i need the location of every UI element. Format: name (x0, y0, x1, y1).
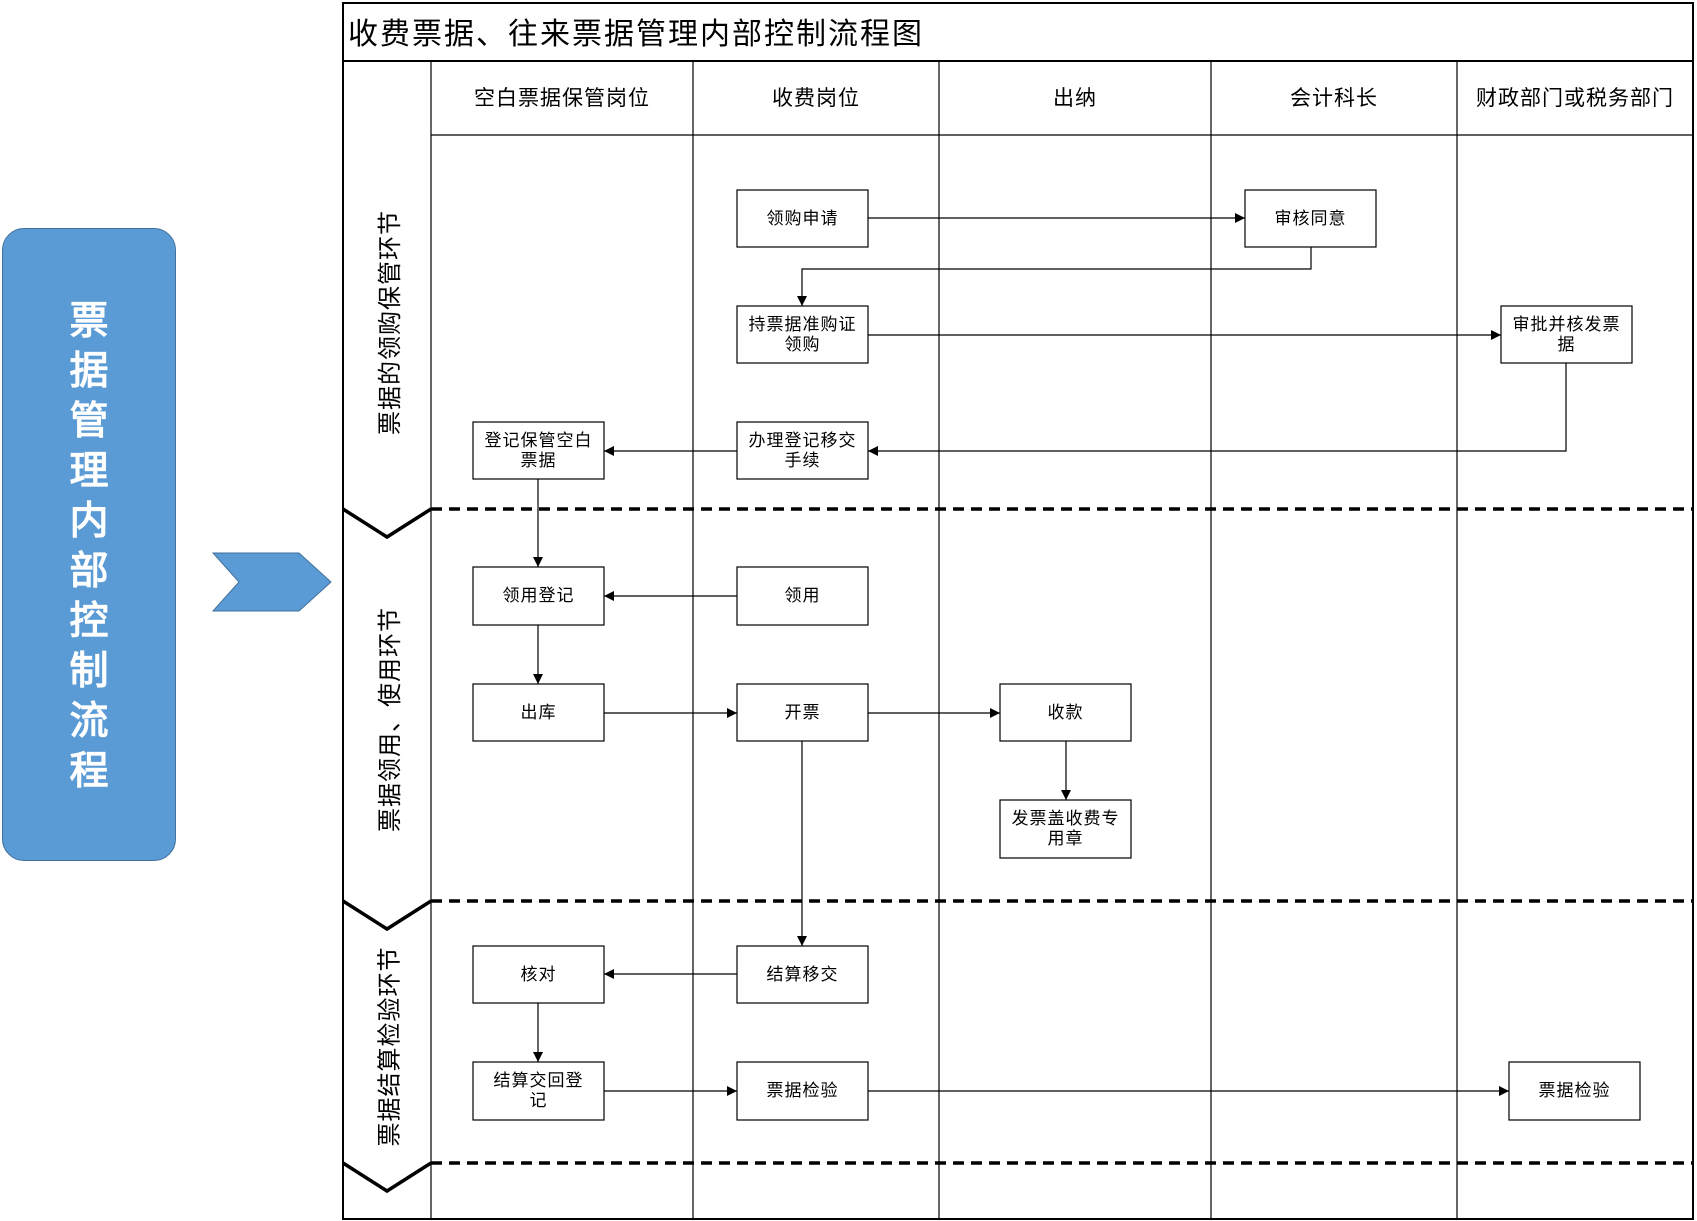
connectors (533, 213, 1567, 1096)
phase-label-purchase-storage: 票据的领购保管环节 (375, 209, 404, 435)
node-approve-issue-tickets: 审批并核发票据 (1512, 314, 1621, 355)
page-title: 收费票据、往来票据管理内部控制流程图 (348, 17, 924, 52)
side-title-char: 程 (69, 749, 109, 794)
side-title-block: 票据管理内部控制流程 (2, 228, 176, 861)
node-registration-handover: 办理登记移交手续 (748, 430, 857, 471)
side-title-char: 管 (69, 399, 109, 444)
node-settlement-return-register: 结算交回登记 (493, 1071, 584, 1111)
lane-header-finance-tax-dept: 财政部门或税务部门 (1476, 86, 1674, 110)
side-title-char: 部 (69, 549, 109, 594)
phase-label-use: 票据领用、使用环节 (375, 606, 404, 832)
lane-header-fee-post: 收费岗位 (772, 86, 860, 110)
node-stamp-invoice: 发票盖收费专用章 (1011, 809, 1120, 849)
node-out-of-storage: 出库 (520, 702, 557, 723)
node-settlement-handover: 结算移交 (766, 964, 839, 985)
node-purchase-application: 领购申请 (766, 208, 839, 229)
side-title-text: 票据管理内部控制流程 (3, 297, 175, 797)
node-verify: 核对 (520, 964, 557, 985)
node-ticket-inspection-dept: 票据检验 (1538, 1081, 1611, 1101)
node-issue-invoice: 开票 (784, 702, 821, 723)
side-title-char: 流 (69, 699, 109, 744)
node-ticket-inspection-fee: 票据检验 (766, 1081, 839, 1101)
phase-separators (342, 507, 1693, 1194)
side-title-char: 内 (69, 499, 109, 544)
node-rects (472, 189, 1641, 1121)
node-use-registration: 领用登记 (502, 586, 575, 606)
side-title-char: 制 (69, 649, 109, 694)
node-review-approve: 审核同意 (1274, 208, 1347, 229)
node-register-store-blank: 登记保管空白票据 (484, 430, 593, 471)
lane-header-accounting-chief: 会计科长 (1290, 86, 1378, 110)
node-purchase-with-permit: 持票据准购证领购 (748, 314, 857, 355)
lane-header-cashier: 出纳 (1053, 86, 1097, 110)
side-title-char: 票 (69, 299, 109, 344)
pointer-chevron (211, 552, 332, 612)
lane-header-blank-ticket-keeper: 空白票据保管岗位 (474, 86, 650, 110)
side-title-char: 理 (69, 449, 109, 494)
node-take-for-use: 领用 (784, 586, 821, 606)
side-title-char: 据 (69, 349, 109, 394)
phase-label-settlement-inspection: 票据结算检验环节 (375, 946, 404, 1146)
frame (342, 2, 1694, 1220)
side-title-char: 控 (69, 599, 109, 644)
node-collect-payment: 收款 (1047, 702, 1084, 723)
